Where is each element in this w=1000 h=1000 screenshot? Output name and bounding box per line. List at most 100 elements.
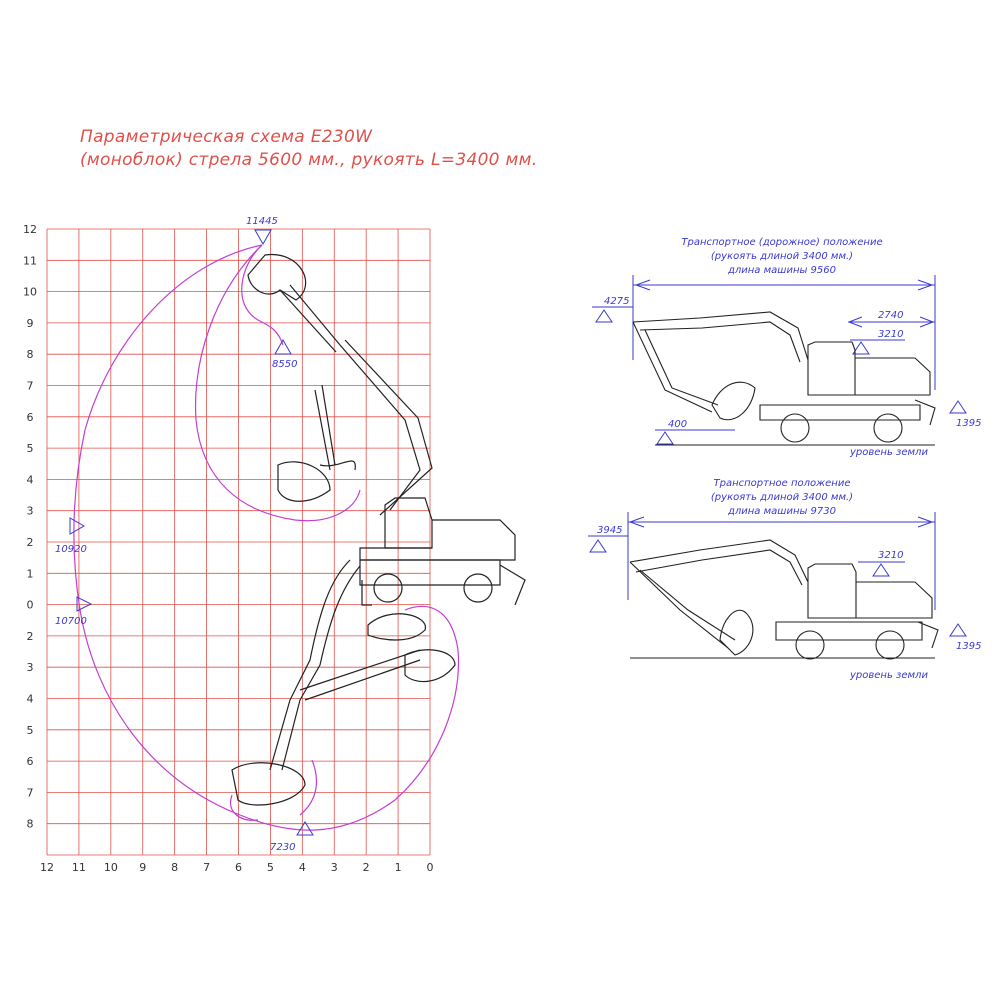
transport-wheel-front	[795, 630, 825, 660]
rear-wheel	[463, 573, 493, 603]
road-cab-triangle	[852, 341, 870, 355]
road-rear-label: 2740	[878, 310, 903, 321]
x-tick-label: 4	[299, 861, 306, 874]
y-tick-label: 8	[27, 348, 34, 361]
road-height-triangle	[595, 309, 613, 323]
transport-body	[856, 581, 933, 619]
bucket-upper	[247, 253, 307, 301]
road-wheel-rear	[873, 413, 903, 443]
outer-envelope-curve	[73, 244, 460, 831]
boom-upper-outline	[344, 339, 433, 516]
excavator-chassis	[359, 559, 501, 586]
road-chassis	[759, 404, 921, 421]
main-dimension-markers	[69, 229, 314, 836]
y-tick-label: 7	[27, 786, 34, 799]
transport-bucket	[719, 609, 754, 656]
road-cab	[807, 341, 856, 396]
bucket-mid	[277, 460, 356, 502]
y-tick-label: 12	[23, 223, 37, 236]
boom-cylinder-upper	[314, 384, 336, 471]
road-caption-1: Транспортное (дорожное) положение	[681, 237, 882, 248]
road-arm-outline	[644, 329, 719, 406]
x-tick-label: 3	[331, 861, 338, 874]
label-max-reach: 10920	[55, 544, 87, 555]
y-tick-label: 6	[27, 755, 34, 768]
transport-right-label: 1395	[956, 641, 981, 652]
road-boom	[632, 311, 809, 361]
road-right-label: 1395	[956, 418, 981, 429]
road-cab-label: 3210	[878, 329, 903, 340]
y-tick-label: 2	[27, 630, 34, 643]
x-tick-label: 9	[139, 861, 146, 874]
diagram-title-line1: Параметрическая схема E230W	[80, 127, 373, 147]
y-tick-label: 6	[27, 411, 34, 424]
road-wheel-front	[780, 413, 810, 443]
transport-ground-label: уровень земли	[849, 670, 928, 681]
arm-lower-horizontal	[299, 649, 421, 701]
grid	[46, 228, 431, 856]
excavator-upper-body	[359, 519, 516, 561]
front-wheel	[373, 573, 403, 603]
road-bucket-triangle	[656, 431, 674, 445]
y-tick-label: 4	[27, 693, 34, 706]
road-ground-label: уровень земли	[849, 447, 928, 458]
bucket-lower-top	[367, 613, 426, 641]
x-tick-label: 2	[363, 861, 370, 874]
transport-arm-outline	[639, 569, 736, 641]
x-tick-label: 10	[104, 861, 118, 874]
transport-right-triangle	[949, 623, 967, 637]
dump-envelope-curve	[241, 244, 284, 346]
label-dump-height: 8550	[272, 359, 297, 370]
transport-length-arrow-right	[917, 516, 934, 528]
road-length-arrow-right	[917, 279, 934, 291]
arm-upper-outline	[279, 289, 337, 353]
road-rear-arrow-right	[919, 316, 935, 328]
dig-depth-triangle	[296, 821, 314, 836]
transport-cab	[807, 563, 857, 619]
y-tick-label: 4	[27, 473, 34, 486]
transport-blade	[917, 621, 939, 649]
transport-wheel-rear	[875, 630, 905, 660]
diagram-title-line2: (моноблок) стрела 5600 мм., рукоять L=34…	[80, 150, 538, 170]
y-tick-label: 10	[23, 286, 37, 299]
arm-lower	[269, 699, 291, 771]
road-boom-outline	[639, 321, 801, 363]
dozer-blade	[499, 564, 526, 606]
bucket-lower	[231, 762, 306, 806]
road-bucket-label: 400	[668, 419, 687, 430]
max-height-triangle	[254, 229, 272, 246]
transport-cab-triangle	[872, 563, 890, 577]
x-tick-label: 1	[395, 861, 402, 874]
dump-height-triangle	[274, 338, 292, 355]
y-tick-label: 9	[27, 317, 34, 330]
y-tick-label: 3	[27, 505, 34, 518]
x-tick-label: 8	[171, 861, 178, 874]
main-dimension-labels: 11445 8550 10920 10700 7230	[55, 216, 297, 853]
transport-chassis	[775, 621, 923, 641]
transport-arm	[629, 561, 729, 649]
excavator-cab	[384, 497, 433, 549]
road-bucket	[711, 381, 756, 421]
y-tick-label: 1	[27, 567, 34, 580]
transport-height-label: 3945	[597, 525, 622, 536]
y-tick-label: 5	[27, 442, 34, 455]
transport-boom	[629, 539, 809, 583]
road-height-label: 4275	[604, 296, 629, 307]
y-tick-label: 7	[27, 380, 34, 393]
reach-ground-triangle	[76, 596, 93, 612]
boom-upper	[339, 344, 421, 511]
road-caption-3: длина машины 9560	[727, 265, 836, 276]
transport-drawing: Транспортное положение (рукоять длиной 3…	[588, 478, 981, 681]
road-arm	[632, 321, 713, 413]
y-tick-label: 11	[23, 254, 37, 267]
x-tick-label: 6	[235, 861, 242, 874]
label-dig-depth: 7230	[270, 842, 295, 853]
y-tick-label: 5	[27, 724, 34, 737]
boom-lower-outline	[299, 565, 361, 701]
road-rear-arrow-left	[847, 316, 863, 328]
inner-envelope-curve	[194, 244, 361, 522]
arm-upper	[289, 284, 341, 346]
